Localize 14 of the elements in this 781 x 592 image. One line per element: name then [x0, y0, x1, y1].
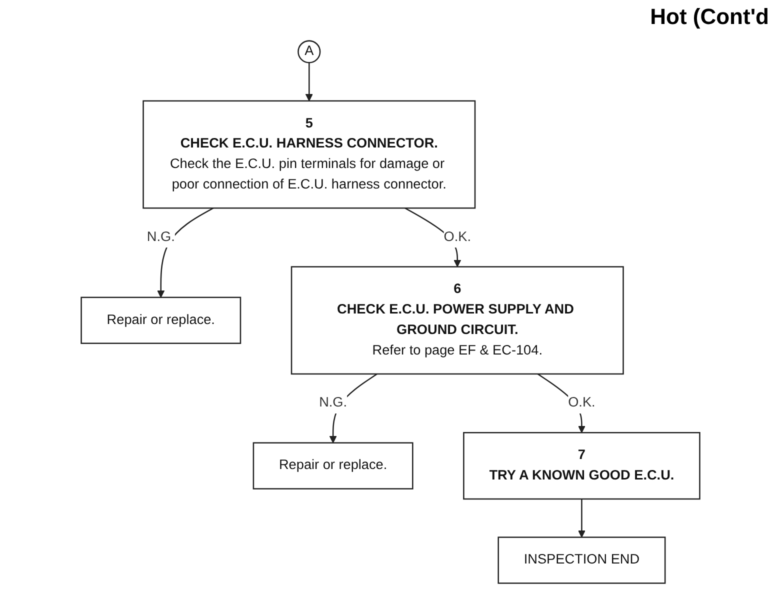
node-box: Repair or replace.	[252, 442, 414, 490]
edge-label: N.G.	[319, 396, 348, 410]
page-title: Hot (Cont'd	[650, 4, 769, 30]
node-box: 5 CHECK E.C.U. HARNESS CONNECTOR. Check the E.C.U. pin terminals for damage or poor connection of E.C.U. harness connector.	[142, 100, 476, 209]
edge-label: O.K.	[444, 230, 471, 244]
node-circle: A	[298, 40, 321, 64]
arrow	[578, 499, 586, 538]
edge-label: N.G.	[146, 230, 175, 244]
node-box: 6 CHECK E.C.U. POWER SUPPLY AND GROUND CIRCUIT. Refer to page EF & EC-104.	[290, 266, 624, 375]
edge-label: O.K.	[568, 396, 596, 410]
node-box: INSPECTION END	[498, 536, 666, 584]
arrow	[305, 62, 313, 102]
node-box: 7 TRY A KNOWN GOOD E.C.U.	[463, 432, 700, 500]
node-box: Repair or replace.	[80, 296, 242, 344]
